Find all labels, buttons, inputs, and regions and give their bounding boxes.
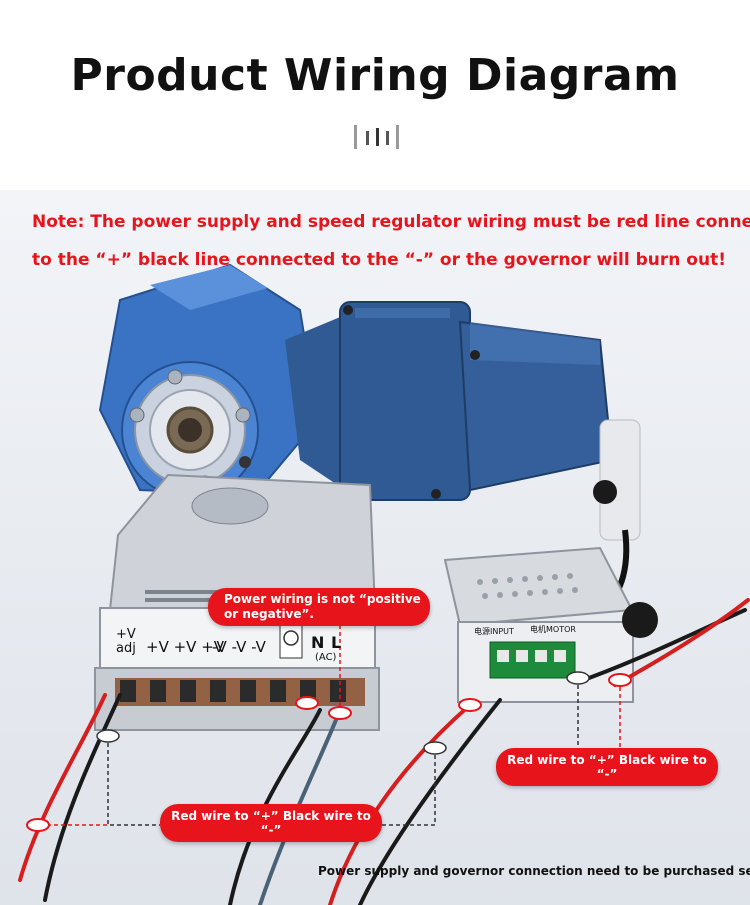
terminal-ac-label: (AC)	[315, 652, 337, 663]
terminal-vadj-bottom: adj	[116, 641, 136, 656]
governor-motor-label: 电机MOTOR	[530, 625, 576, 634]
purchase-footnote: Power supply and governor connection nee…	[318, 864, 750, 878]
terminal-vadj-top: +V	[116, 627, 136, 642]
terminal-n-label: N	[311, 633, 325, 652]
warning-note-line-2: to the “+” black line connected to the “…	[32, 250, 726, 270]
dc-motor	[285, 301, 641, 613]
wire-markers	[26, 671, 632, 832]
warning-note-line-1: Note: The power supply and speed regulat…	[32, 212, 750, 232]
power-supply	[94, 473, 380, 731]
speed-governor	[443, 546, 658, 703]
governor-wire-callout: Red wire to “+” Black wire to “-”	[496, 748, 718, 786]
terminal-v-plus-label: +V +V +V	[146, 638, 225, 656]
terminal-vadj-label: +V adj	[116, 628, 136, 656]
page-title: Product Wiring Diagram	[70, 50, 680, 101]
power-callout-line-2: or negative”.	[224, 607, 314, 621]
supply-wire-callout: Red wire to “+” Black wire to “-”	[160, 804, 382, 842]
terminal-v-minus-label: -V -V -V	[212, 638, 266, 656]
wiring-illustration	[18, 263, 750, 905]
power-wiring-callout: Power wiring is not “positive or negativ…	[208, 588, 430, 626]
wires	[18, 598, 750, 905]
decorative-bars-icon	[354, 125, 399, 149]
header: Product Wiring Diagram	[0, 0, 750, 190]
terminal-l-label: L	[331, 633, 342, 652]
governor-input-label: 电源INPUT	[474, 627, 514, 636]
power-callout-line-1: Power wiring is not “positive	[224, 592, 421, 606]
worm-gearbox	[98, 263, 320, 499]
